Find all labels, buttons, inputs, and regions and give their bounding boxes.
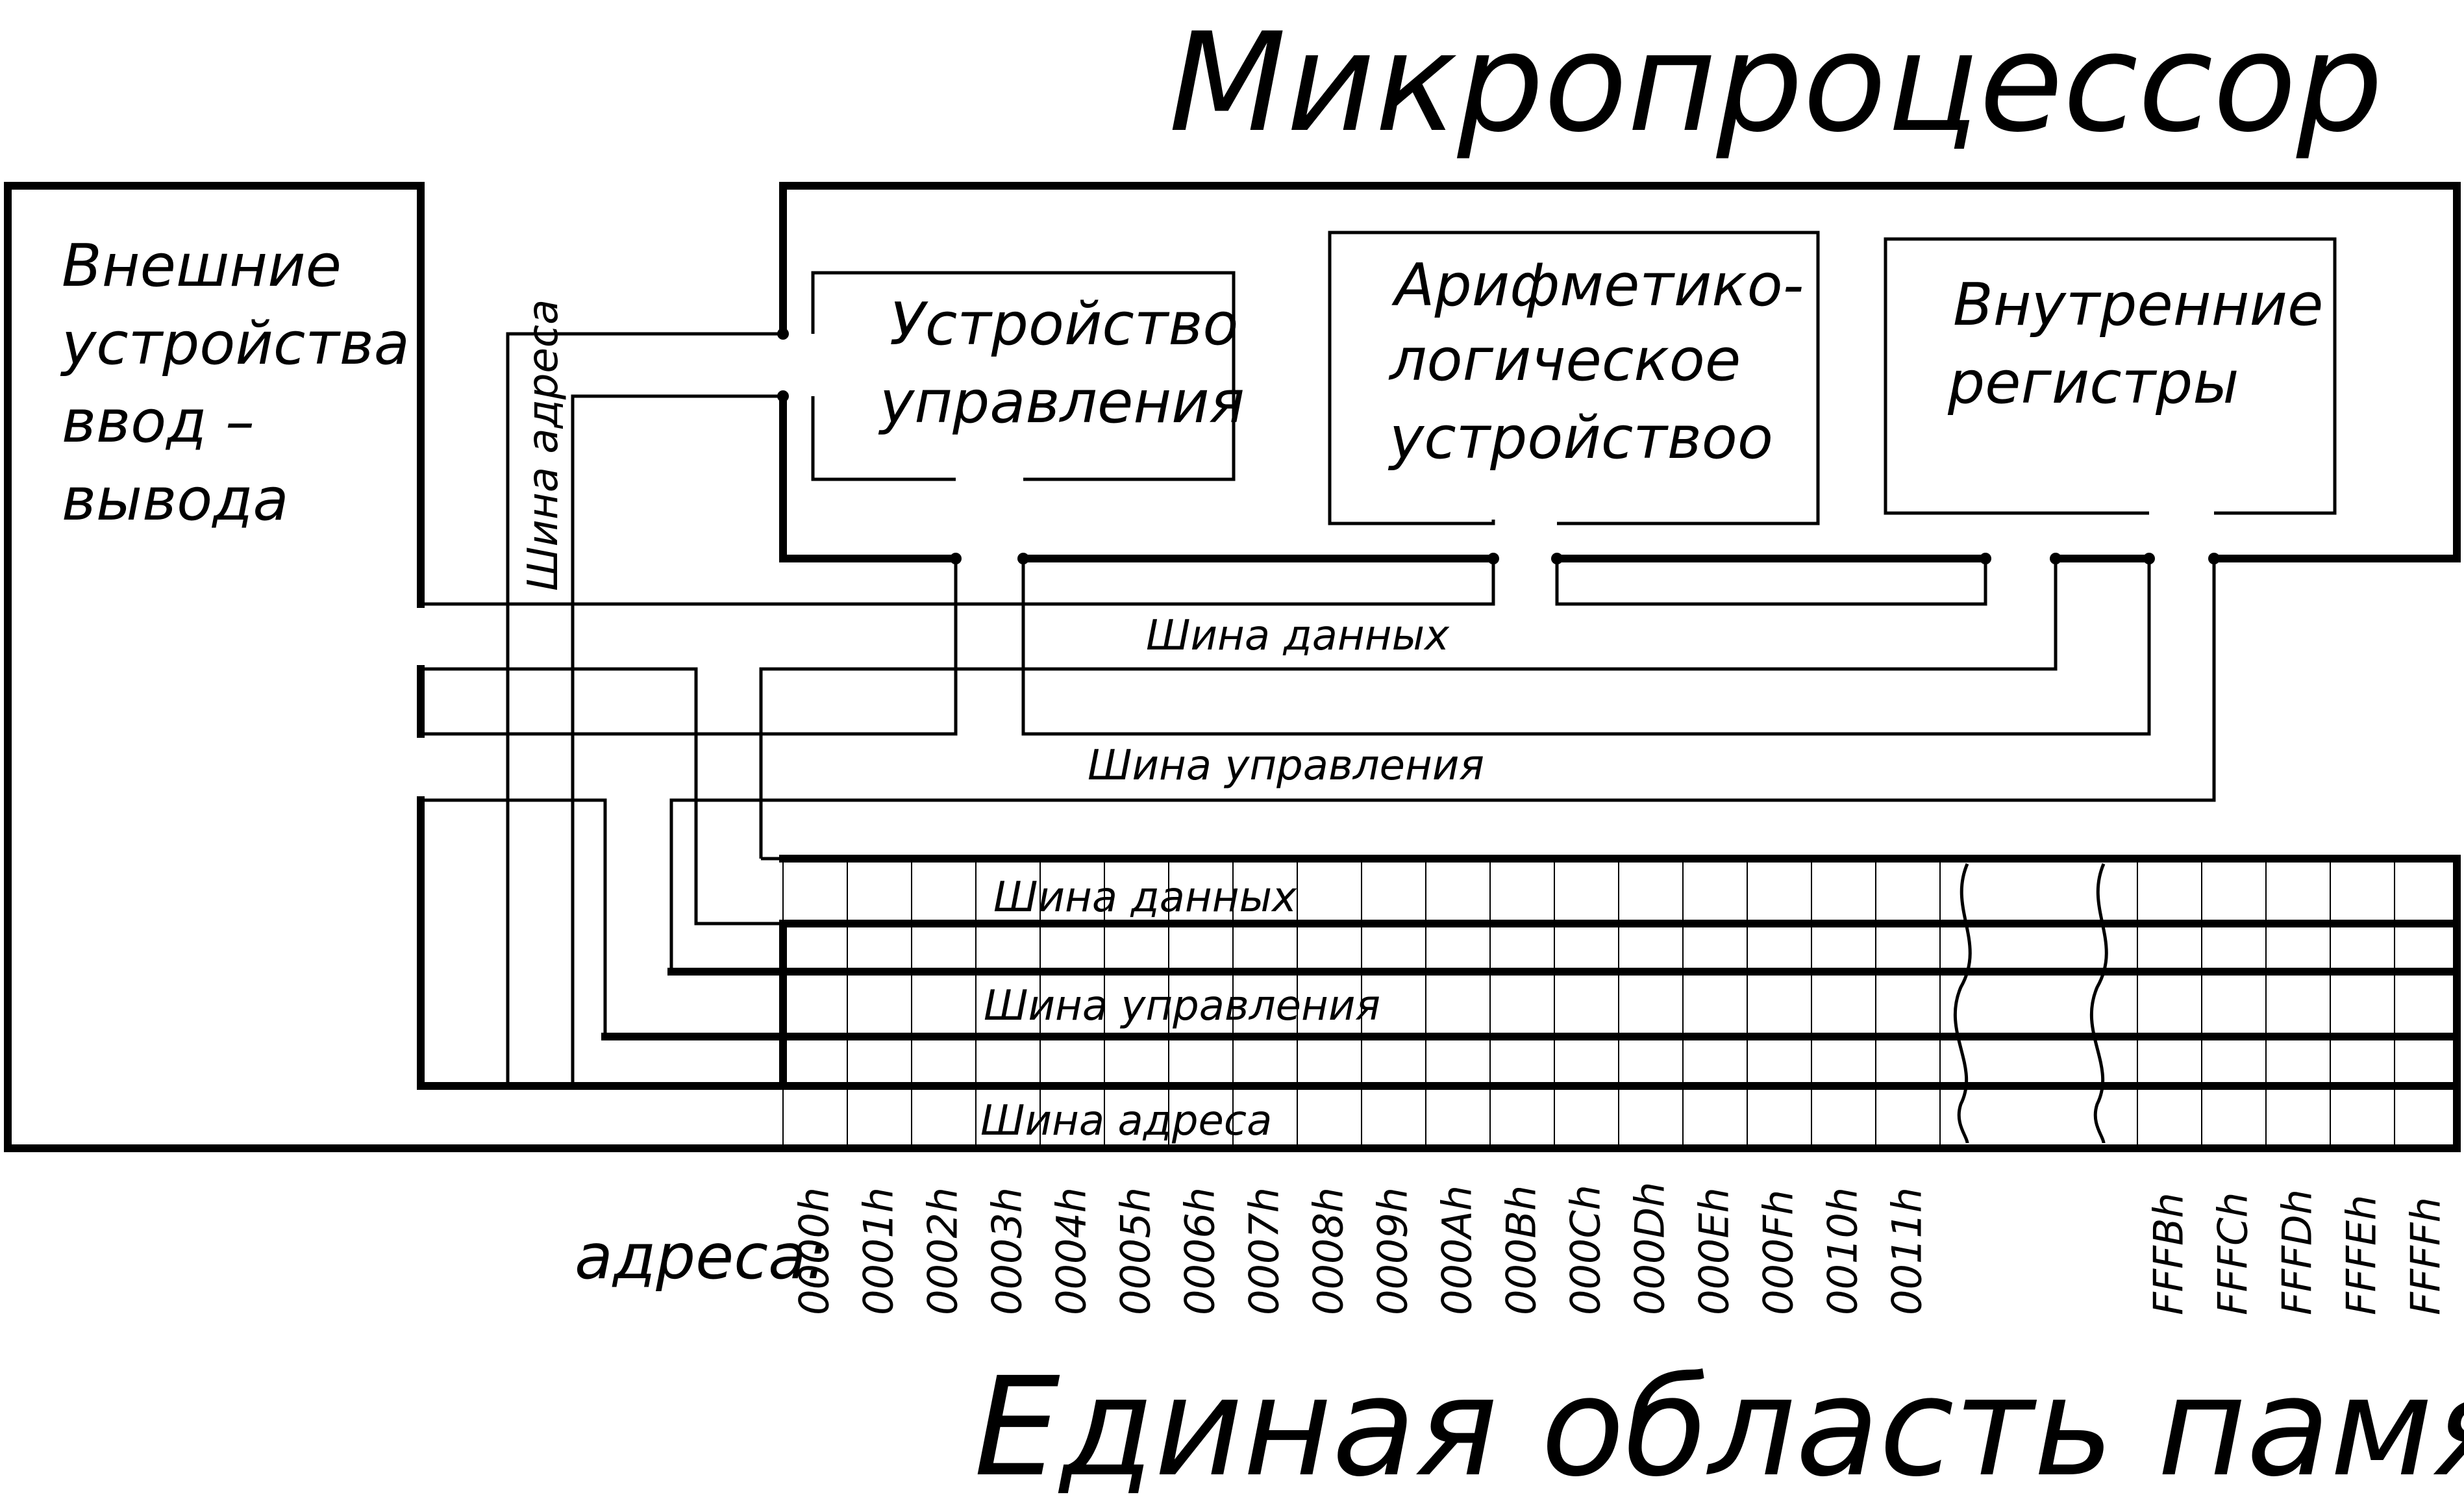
address-label: 0005h — [1112, 1187, 1160, 1315]
registers-label-line: Внутренние — [1953, 271, 2323, 339]
addresses-label: адреса: — [575, 1220, 827, 1293]
address-label: 000Dh — [1626, 1182, 1674, 1315]
addresses-low: 0000h 0001h 0002h 0003h 0004h 0005h 0006h 0007h… — [791, 1182, 1931, 1315]
break-mark — [2089, 863, 2108, 1144]
address-label: 0011h — [1884, 1187, 1931, 1315]
system-buses: Шина адреса Шина данных Шина управления — [421, 299, 2216, 1086]
memory-cells — [782, 859, 2395, 1148]
memory-address-bus-label: Шина адреса — [980, 1097, 1272, 1145]
control-unit-label-line: управления — [878, 368, 1245, 436]
break-mark — [1953, 863, 1972, 1144]
control-unit-block: Устройство управления — [811, 271, 1245, 481]
address-label: FFFDh — [2274, 1189, 2321, 1315]
address-label: 0009h — [1369, 1187, 1417, 1315]
address-label: FFFBh — [2145, 1192, 2193, 1315]
address-label: 000Fh — [1755, 1190, 1802, 1315]
memory-block: Шина данных Шина управления Шина адреса — [417, 855, 2461, 1152]
address-label: 0004h — [1048, 1187, 1095, 1315]
addresses-high: FFFBh FFFCh FFFDh FFFEh FFFFh — [2145, 1189, 2450, 1315]
address-label: 0003h — [984, 1187, 1031, 1315]
io-devices-block: Внешние устройства ввод – вывода — [4, 182, 425, 1152]
address-label: FFFFh — [2402, 1197, 2450, 1315]
address-label: FFFEh — [2338, 1195, 2385, 1315]
data-bus-top-label: Шина данных — [1146, 612, 1450, 660]
address-bus-vertical-label: Шина адреса — [519, 299, 567, 591]
alu-block: Арифметико- логическое устройствоо — [1328, 231, 1820, 525]
io-label-line: устройства — [60, 310, 410, 378]
registers-label-line: регистры — [1947, 349, 2239, 417]
alu-label-line: Арифметико- — [1391, 251, 1804, 320]
alu-label-line: устройствоо — [1388, 404, 1773, 472]
address-label: 000Ch — [1562, 1185, 1610, 1315]
processor-title: Микропроцессор — [1169, 3, 2383, 162]
control-bus-top-label: Шина управления — [1088, 742, 1484, 790]
memory-title: Единая область памяти — [974, 1348, 2464, 1507]
address-label: 0002h — [919, 1187, 967, 1315]
processor-frame — [777, 182, 2461, 564]
io-label-line: вывода — [62, 466, 289, 534]
address-label: 0006h — [1176, 1187, 1224, 1315]
alu-label-line: логическое — [1388, 326, 1741, 394]
address-label: 000Eh — [1691, 1187, 1738, 1315]
control-unit-label-line: Устройство — [890, 290, 1238, 359]
memory-control-bus-label: Шина управления — [984, 982, 1380, 1030]
address-label: 0010h — [1819, 1187, 1867, 1315]
io-label-line: ввод – — [62, 388, 255, 456]
address-label: 000Ah — [1434, 1185, 1481, 1315]
address-label: 0007h — [1241, 1187, 1288, 1315]
address-label: 0008h — [1305, 1187, 1352, 1315]
registers-block: Внутренние регистры — [1884, 237, 2337, 515]
address-label: FFFCh — [2209, 1192, 2257, 1315]
address-label: 0000h — [791, 1187, 838, 1315]
address-label: 000Bh — [1498, 1185, 1545, 1315]
address-label: 0001h — [855, 1187, 902, 1315]
io-devices-label: Внешние устройства ввод – вывода — [60, 232, 410, 534]
io-label-line: Внешние — [62, 232, 342, 300]
memory-data-bus-label: Шина данных — [993, 874, 1297, 922]
